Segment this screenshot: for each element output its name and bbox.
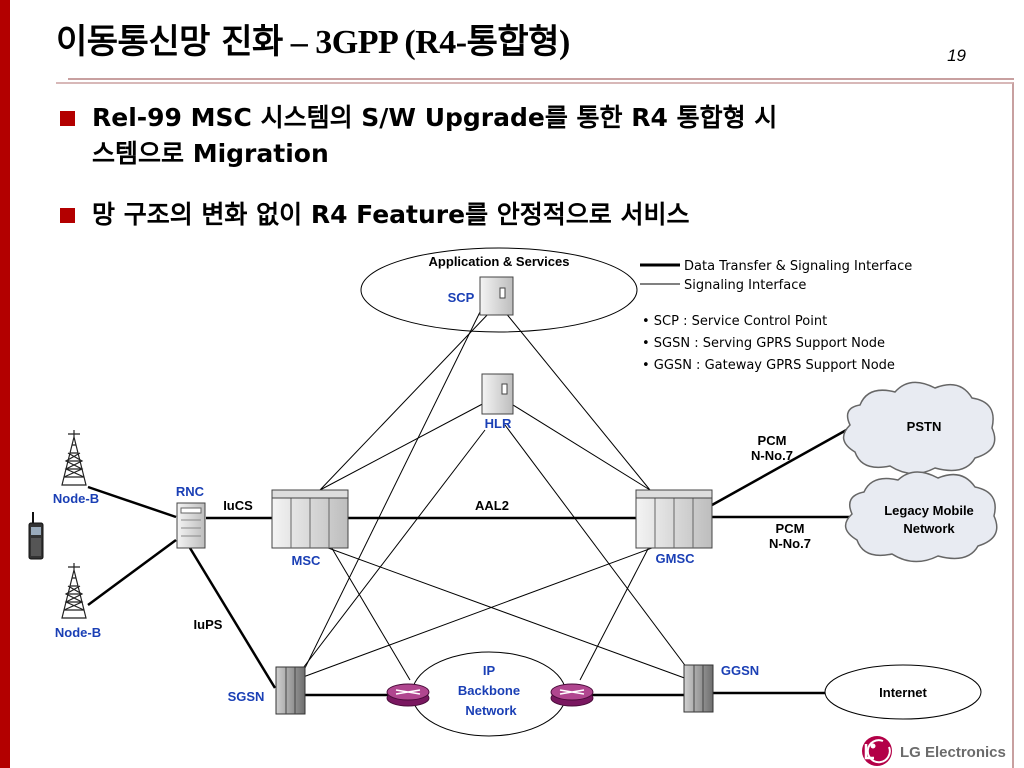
ggsn-label: GGSN [721,663,759,678]
left-accent-bar [0,0,10,768]
pcm-top-label: PCM [758,433,787,448]
internet-area [824,664,982,720]
msc-label: MSC [292,553,322,568]
ggsn-server-icon [683,664,714,713]
aal2-label: AAL2 [475,498,509,513]
signaling-lines [294,311,691,681]
iups-label: IuPS [194,617,223,632]
title-korean: 이동통신망 진화 [56,22,283,62]
ip-backbone-label-2: Backbone [458,683,520,698]
rnc-label: RNC [176,484,205,499]
title-end: ) [558,24,570,61]
pstn-label: PSTN [907,419,942,434]
node-b-top-label: Node-B [53,491,99,506]
pcm-top-nno7-label: N-No.7 [751,448,793,463]
legend: Data Transfer & Signaling Interface Sign… [640,259,912,293]
pcm-bottom-nno7-label: N-No.7 [769,536,811,551]
content-border [56,82,1014,768]
rnc-server-icon [176,502,206,549]
abbreviation-list: • SCP : Service Control Point • SGSN : S… [642,314,895,373]
legend-thin-label: Signaling Interface [684,278,806,293]
legacy-network-cloud-icon [844,471,998,563]
title-rule [68,78,1014,80]
gmsc-label: GMSC [656,551,696,566]
legend-thick-label: Data Transfer & Signaling Interface [684,259,912,274]
internet-label: Internet [879,685,927,700]
legacy-label-2: Network [903,521,955,536]
lg-logo-text: LG Electronics [900,744,1006,761]
scp-label: SCP [448,290,475,305]
abbreviation-sgsn: • SGSN : Serving GPRS Support Node [642,336,885,351]
slide-title: 이동통신망 진화 – 3GPP (R4-통합형) [56,14,570,63]
abbreviation-scp: • SCP : Service Control Point [642,314,827,329]
title-korean-2: 통합형 [466,22,560,62]
legacy-label-1: Legacy Mobile [884,503,974,518]
pcm-bottom-label: PCM [776,521,805,536]
mobile-phone-icon [28,512,44,560]
ip-backbone-label-1: IP [483,663,496,678]
app-services-label: Application & Services [429,254,570,269]
node-b-bottom-antenna-icon [61,563,87,619]
pstn-cloud-icon [842,381,996,475]
page-number: 19 [947,46,966,65]
abbreviation-ggsn: • GGSN : Gateway GPRS Support Node [642,358,895,373]
bullet-1-text: Rel-99 MSC 시스템의 S/W Upgrade를 통한 R4 통합형 시… [92,103,778,168]
node-b-top-antenna-icon [61,430,87,486]
scp-server-icon [479,276,514,316]
node-b-bottom-label: Node-B [55,625,101,640]
hlr-label: HLR [485,416,512,431]
iucs-label: IuCS [223,498,253,513]
sgsn-label: SGSN [228,689,265,704]
router-left-icon [386,683,430,707]
ip-backbone-label-3: Network [465,703,517,718]
application-services-area [360,247,638,333]
bullet-2: 망 구조의 변화 없이 R4 Feature를 안정적으로 서비스 [60,197,690,233]
gmsc-switch-icon [635,489,713,549]
router-right-icon [550,683,594,707]
bullet-square-icon [60,111,75,126]
bullet-square-icon [60,208,75,223]
msc-switch-icon [271,489,349,549]
bullet-1: Rel-99 MSC 시스템의 S/W Upgrade를 통한 R4 통합형 시… [60,100,777,172]
hlr-server-icon [481,373,514,415]
bullet-2-text: 망 구조의 변화 없이 R4 Feature를 안정적으로 서비스 [92,200,690,229]
title-latin: – 3GPP (R4- [282,24,467,61]
lg-logo-icon [862,736,892,766]
sgsn-server-icon [275,666,306,715]
